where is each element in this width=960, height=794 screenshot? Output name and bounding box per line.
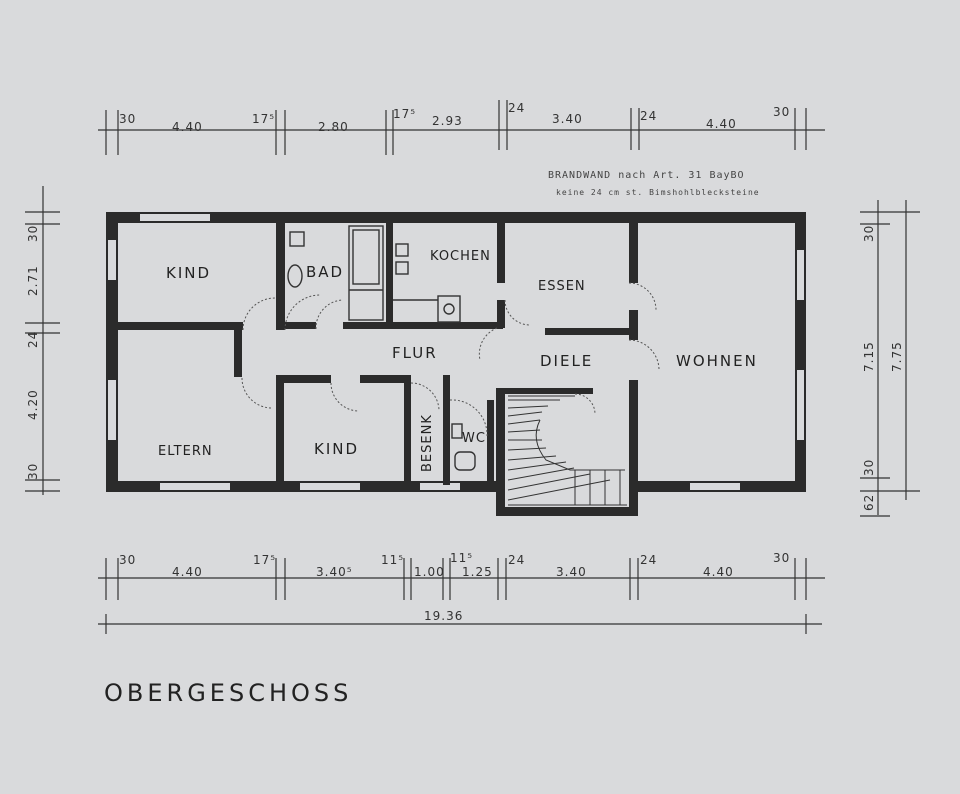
bottom-dim-label: 24 xyxy=(508,553,525,567)
bottom-dim-label: 3.40 xyxy=(556,565,587,579)
windows xyxy=(108,214,804,490)
staircase xyxy=(507,395,627,506)
room-label-flur: FLUR xyxy=(392,344,438,362)
left-dim-label: 4.20 xyxy=(26,389,40,420)
bottom-dim-label: 30 xyxy=(773,551,790,565)
left-dim-label: 24 xyxy=(26,331,40,348)
stamp-line-1: BRANDWAND nach Art. 31 BayBO xyxy=(548,170,745,181)
room-label-besenk: BESENK xyxy=(420,414,435,472)
top-dim-label: 3.40 xyxy=(552,112,583,126)
room-label-wc: WC xyxy=(462,431,486,446)
bathroom-fixtures xyxy=(287,225,476,471)
top-dim-label: 17⁵ xyxy=(393,107,416,121)
room-label-kochen: KOCHEN xyxy=(430,249,491,264)
right-dim-label: 30 xyxy=(862,459,876,476)
firewall-stamp: BRANDWAND nach Art. 31 BayBO keine 24 cm… xyxy=(548,170,760,197)
left-dim-label: 30 xyxy=(26,463,40,480)
bottom-dim-label: 30 xyxy=(119,553,136,567)
top-dimension-chain: 30 4.40 17⁵ 2.80 17⁵ 2.93 24 3.40 24 4.4… xyxy=(98,100,825,155)
door-swings xyxy=(241,282,660,438)
bottom-dim-label: 11⁵ xyxy=(381,553,404,567)
total-width-label: 19.36 xyxy=(424,609,463,623)
room-labels: KIND BAD KOCHEN ESSEN FLUR DIELE WOHNEN … xyxy=(158,249,758,472)
bottom-dim-label: 1.25 xyxy=(462,565,493,579)
room-label-essen: ESSEN xyxy=(538,279,586,294)
right-dim-label: 62 xyxy=(862,494,876,511)
room-label-wohnen: WOHNEN xyxy=(676,352,758,370)
left-dimension-chain: 30 2.71 24 4.20 30 xyxy=(25,186,60,495)
room-label-diele: DIELE xyxy=(540,352,593,370)
top-dim-label: 24 xyxy=(508,101,525,115)
bottom-dim-label: 4.40 xyxy=(172,565,203,579)
stamp-line-2: keine 24 cm st. Bimshohlblecksteine xyxy=(556,188,760,197)
top-dim-label: 24 xyxy=(640,109,657,123)
plan-title: OBERGESCHOSS xyxy=(104,679,352,707)
left-dim-label: 2.71 xyxy=(26,265,40,296)
right-outer-dim-label: 7.75 xyxy=(890,341,904,372)
bottom-dimension-chain: 30 4.40 17⁵ 3.40⁵ 11⁵ 1.00 11⁵ 1.25 24 3… xyxy=(98,551,825,634)
left-dim-label: 30 xyxy=(26,225,40,242)
bottom-dim-label: 3.40⁵ xyxy=(316,565,353,579)
top-dim-label: 30 xyxy=(773,105,790,119)
top-dim-label: 30 xyxy=(119,112,136,126)
room-label-bad: BAD xyxy=(306,263,344,281)
room-label-kind-top: KIND xyxy=(166,264,211,282)
top-dim-label: 4.40 xyxy=(706,117,737,131)
top-dim-label: 4.40 xyxy=(172,120,203,134)
right-dim-label: 7.15 xyxy=(862,341,876,372)
interior-walls xyxy=(118,223,638,485)
bottom-dim-label: 24 xyxy=(640,553,657,567)
room-label-eltern: ELTERN xyxy=(158,444,213,459)
bottom-dim-label: 11⁵ xyxy=(450,551,473,565)
bottom-dim-label: 17⁵ xyxy=(253,553,276,567)
top-dim-label: 17⁵ xyxy=(252,112,275,126)
top-dim-label: 2.80 xyxy=(318,120,349,134)
room-label-kind-bottom: KIND xyxy=(314,440,359,458)
top-dim-label: 2.93 xyxy=(432,114,463,128)
bottom-dim-label: 1.00 xyxy=(414,565,445,579)
right-dim-label: 30 xyxy=(862,225,876,242)
bottom-dim-label: 4.40 xyxy=(703,565,734,579)
right-dimension-chain: 30 7.15 30 62 7.75 xyxy=(860,200,920,517)
